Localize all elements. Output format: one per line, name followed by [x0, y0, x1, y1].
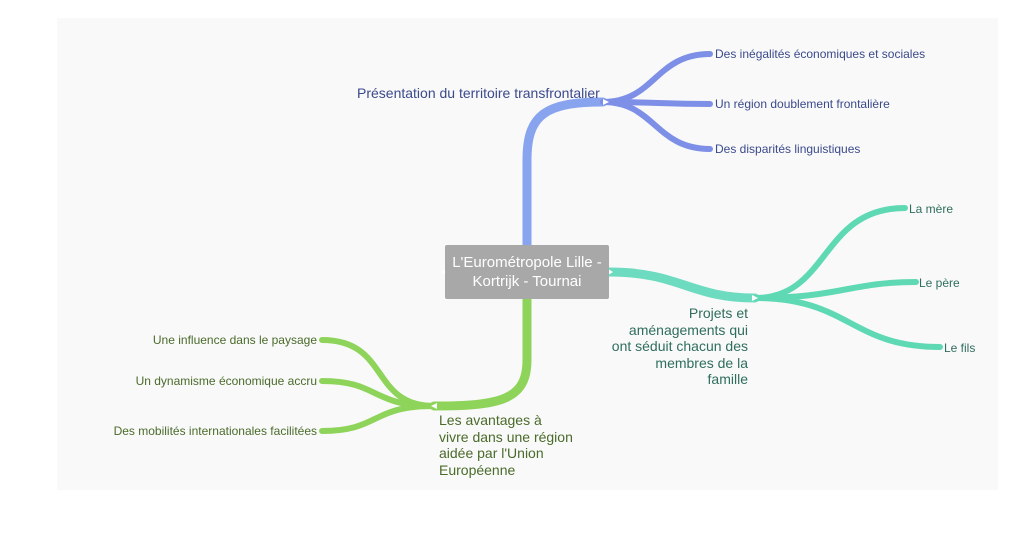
- presentation-child-1[interactable]: Des inégalités économiques et sociales: [715, 47, 926, 61]
- branch-avantages-line-2: vivre dans une région: [439, 428, 573, 445]
- branch-projets-label[interactable]: Projets et aménagements qui ont séduit c…: [612, 305, 748, 388]
- branch-projets-line-5: famille: [707, 371, 748, 387]
- link-presentation-child-1: [600, 51, 713, 105]
- presentation-child-2[interactable]: Un région doublement frontalière: [715, 97, 890, 111]
- branch-avantages-line-3: aidée par l'Union: [439, 445, 544, 461]
- projets-child-1[interactable]: La mère: [909, 202, 954, 216]
- link-avantages-child-3: [319, 403, 437, 434]
- connector-arrow-presentation: [603, 99, 609, 105]
- branch-projets-line-1: Projets et: [688, 305, 748, 321]
- link-central-presentation: [522, 97, 608, 250]
- branch-projets-line-3: ont séduit chacun des: [611, 338, 748, 354]
- projets-child-3[interactable]: Le fils: [944, 341, 976, 355]
- connector-arrow-central-left: [441, 269, 446, 275]
- link-projets-child-2: [752, 279, 919, 301]
- avantages-child-2[interactable]: Un dynamisme économique accru: [135, 374, 317, 388]
- branch-avantages-label[interactable]: Les avantages à vivre dans une région ai…: [439, 412, 573, 478]
- avantages-child-3[interactable]: Des mobilités internationales facilitées: [113, 424, 317, 438]
- branch-projets-line-4: membres de la: [655, 354, 748, 371]
- connector-arrow-projets: [752, 295, 758, 301]
- connector-arrow-central-right: [608, 269, 613, 275]
- branch-presentation-label[interactable]: Présentation du territoire transfrontali…: [357, 85, 600, 101]
- avantages-child-1[interactable]: Une influence dans le paysage: [152, 333, 317, 347]
- branch-avantages-line-4: Européenne: [439, 461, 516, 478]
- link-projets-child-3: [752, 295, 943, 350]
- branch-projets-line-2: aménagements qui: [628, 321, 748, 338]
- central-topic-label: L'Eurométropole Lille - Kortrijk - Tourn…: [452, 254, 602, 290]
- branch-avantages-line-1: Les avantages à: [439, 412, 542, 428]
- central-topic[interactable]: L'Eurométropole Lille - Kortrijk - Tourn…: [445, 245, 609, 299]
- link-central-avantages: [429, 294, 532, 411]
- connector-arrow-avantages: [431, 403, 437, 409]
- link-central-projets: [604, 267, 760, 303]
- presentation-child-3[interactable]: Des disparités linguistiques: [715, 142, 861, 156]
- projets-child-2[interactable]: Le père: [919, 276, 960, 290]
- link-presentation-child-3: [600, 99, 713, 152]
- link-projets-child-1: [752, 205, 908, 301]
